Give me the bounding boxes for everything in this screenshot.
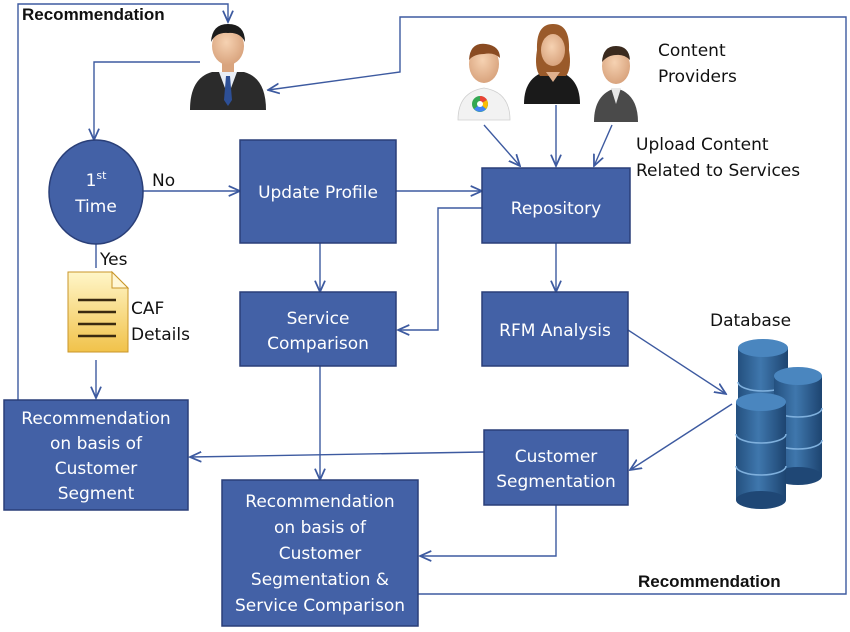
rec-seg-service-line1: Recommendation bbox=[245, 492, 394, 512]
document-icon bbox=[67, 270, 130, 353]
arrow-provider3-to-repo bbox=[594, 124, 613, 166]
rec-seg-service-line2: on basis of bbox=[274, 518, 367, 538]
service-comparison-box: Service Comparison bbox=[239, 291, 397, 367]
provider-3 bbox=[594, 46, 638, 122]
customer-segmentation-box: Customer Segmentation bbox=[483, 429, 629, 506]
rec-seg-service-line5: Service Comparison bbox=[235, 596, 405, 616]
businessman-icon bbox=[190, 24, 266, 110]
arrow-repo-to-service bbox=[398, 207, 482, 330]
first-time-node: 1st Time bbox=[48, 139, 144, 245]
repository-label: Repository bbox=[511, 199, 601, 219]
rec-segment-line2: on basis of bbox=[50, 434, 143, 454]
arrow-rec-to-user bbox=[17, 3, 228, 400]
caf-label-line1: CAF bbox=[131, 299, 164, 319]
rfm-analysis-label: RFM Analysis bbox=[499, 321, 611, 341]
update-profile-label: Update Profile bbox=[258, 183, 378, 203]
arrow-seg-to-rec-segment bbox=[190, 452, 485, 457]
upload-content-line1: Upload Content bbox=[636, 135, 769, 155]
rec-seg-service-line4: Segmentation & bbox=[251, 570, 389, 590]
rec-segment-line3: Customer bbox=[55, 459, 138, 479]
rec-customer-segment-box: Recommendation on basis of Customer Segm… bbox=[3, 399, 189, 511]
first-time-line1: 1st bbox=[86, 169, 108, 191]
upload-content-line2: Related to Services bbox=[636, 161, 800, 181]
customer-segmentation-line1: Customer bbox=[515, 447, 598, 467]
arrow-rfm-to-db bbox=[627, 329, 726, 394]
rec-segment-line4: Segment bbox=[58, 484, 135, 504]
rec-segment-line1: Recommendation bbox=[21, 409, 170, 429]
rec-seg-service-line3: Customer bbox=[279, 544, 362, 564]
yes-label: Yes bbox=[99, 250, 128, 270]
arrow-provider1-to-repo bbox=[483, 124, 520, 166]
content-providers-line1: Content bbox=[658, 41, 726, 61]
database-icon bbox=[735, 339, 823, 509]
service-comparison-line2: Comparison bbox=[267, 334, 369, 354]
arrow-user-to-first bbox=[94, 61, 200, 140]
connectors bbox=[17, 3, 847, 595]
update-profile-box: Update Profile bbox=[239, 139, 397, 244]
provider-2 bbox=[524, 24, 580, 104]
caf-label-line2: Details bbox=[131, 325, 190, 345]
database-label: Database bbox=[710, 311, 791, 331]
rfm-analysis-box: RFM Analysis bbox=[481, 291, 629, 367]
content-providers-line2: Providers bbox=[658, 67, 737, 87]
recommendation-top-label: Recommendation bbox=[22, 5, 165, 24]
rec-segmentation-service-box: Recommendation on basis of Customer Segm… bbox=[221, 479, 419, 627]
arrow-bottom-loop bbox=[268, 16, 847, 595]
repository-box: Repository bbox=[481, 167, 631, 244]
content-provider-icon bbox=[457, 24, 638, 122]
no-label: No bbox=[152, 171, 175, 191]
provider-1 bbox=[457, 43, 511, 121]
arrow-db-to-seg bbox=[630, 403, 733, 470]
arrow-seg-to-bottom-rec bbox=[420, 505, 557, 556]
customer-segmentation-line2: Segmentation bbox=[496, 472, 615, 492]
recommendation-bottom-label: Recommendation bbox=[638, 572, 781, 591]
first-time-line2: Time bbox=[74, 197, 117, 217]
service-comparison-line1: Service bbox=[287, 309, 350, 329]
